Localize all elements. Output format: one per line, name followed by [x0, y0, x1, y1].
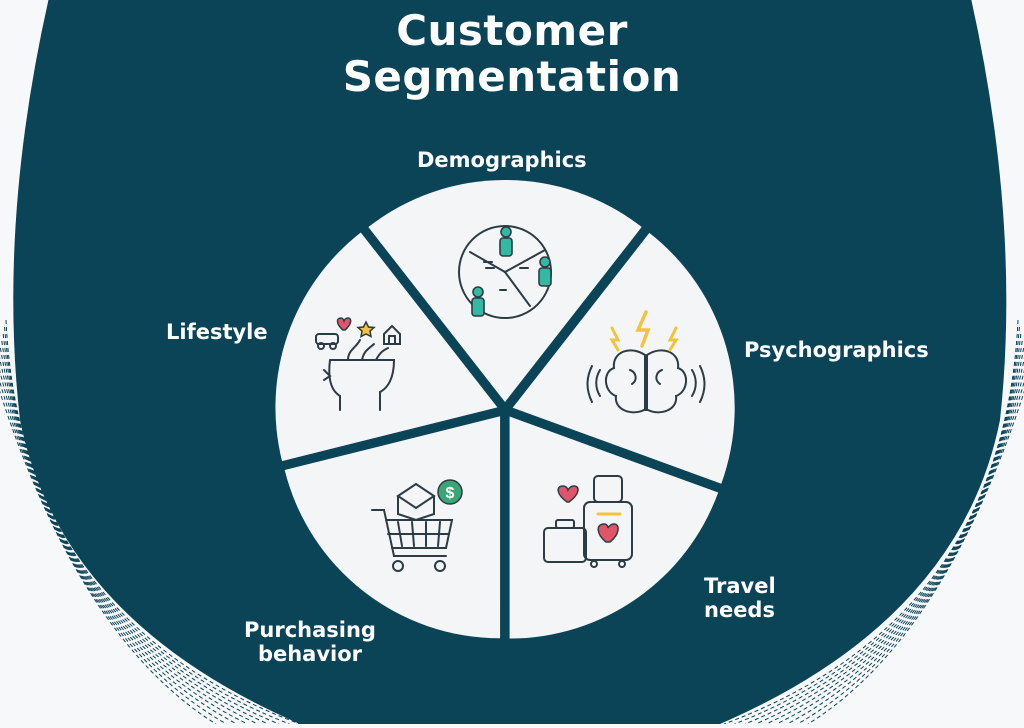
label-travel-needs-line-1: Travel — [704, 574, 776, 598]
title-line-2: Segmentation — [0, 54, 1024, 100]
label-demographics: Demographics — [417, 148, 587, 172]
page-title: Customer Segmentation — [0, 8, 1024, 100]
label-lifestyle-text: Lifestyle — [166, 320, 268, 344]
label-psychographics: Psychographics — [744, 338, 929, 362]
title-line-1: Customer — [0, 8, 1024, 54]
label-demographics-text: Demographics — [417, 148, 587, 172]
label-purchasing-behavior: Purchasing behavior — [244, 618, 376, 666]
label-lifestyle: Lifestyle — [166, 320, 268, 344]
label-travel-needs: Travel needs — [704, 574, 776, 622]
label-psychographics-text: Psychographics — [744, 338, 929, 362]
label-travel-needs-line-2: needs — [704, 598, 776, 622]
svg-text:$: $ — [446, 485, 455, 502]
label-purchasing-behavior-line-2: behavior — [244, 642, 376, 666]
label-purchasing-behavior-line-1: Purchasing — [244, 618, 376, 642]
